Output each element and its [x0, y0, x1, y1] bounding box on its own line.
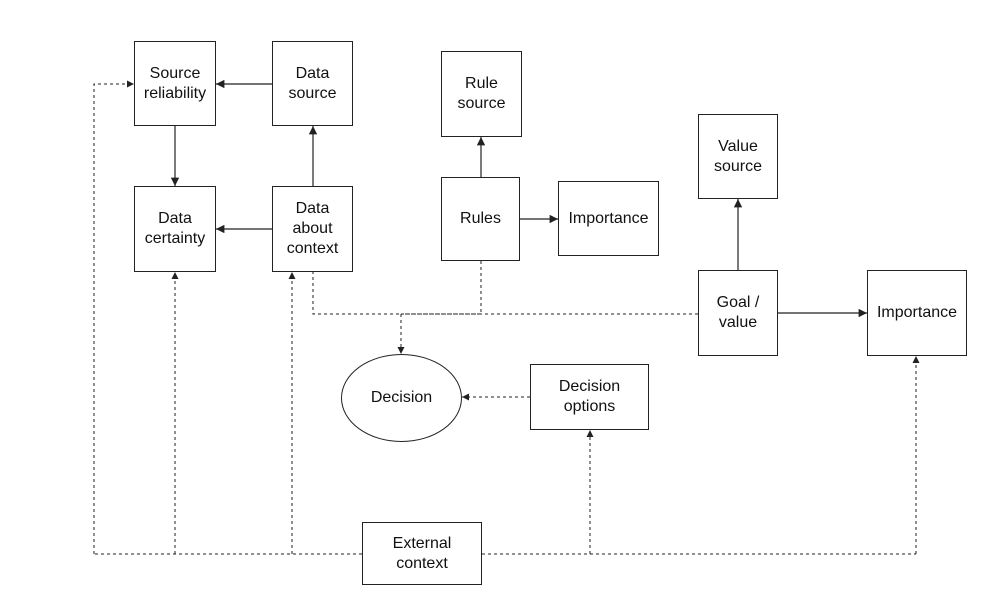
- decision-node[interactable]: Decision: [341, 354, 462, 442]
- dashed-line-rules-to-decision: [401, 261, 482, 315]
- data-source-node[interactable]: Data source: [272, 41, 353, 126]
- external-context-node[interactable]: External context: [362, 522, 482, 585]
- data-certainty-node[interactable]: Data certainty: [134, 186, 216, 272]
- dashed-arrow-external-to-source-reliability: [93, 80, 134, 554]
- goal-value-node[interactable]: Goal / value: [698, 270, 778, 356]
- rules-node[interactable]: Rules: [441, 177, 520, 261]
- rules-importance-node[interactable]: Importance: [558, 181, 659, 256]
- goal-importance-node[interactable]: Importance: [867, 270, 967, 356]
- data-about-context-node[interactable]: Data about context: [272, 186, 353, 272]
- rule-source-node[interactable]: Rule source: [441, 51, 522, 137]
- dashed-line-data-about-context-to-decision: [312, 271, 401, 315]
- source-reliability-node[interactable]: Source reliability: [134, 41, 216, 126]
- decision-options-node[interactable]: Decision options: [530, 364, 649, 430]
- value-source-node[interactable]: Value source: [698, 114, 778, 199]
